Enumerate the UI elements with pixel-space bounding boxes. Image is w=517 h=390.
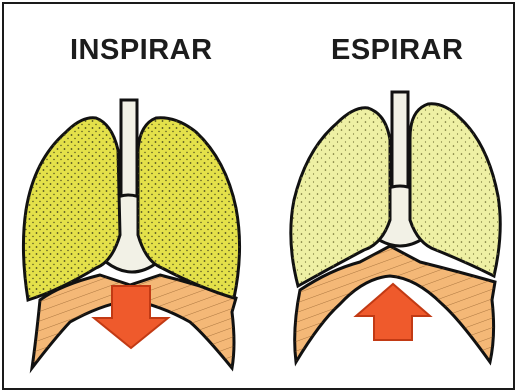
inspiration-illustration: [0, 0, 260, 390]
expiration-illustration: [260, 0, 517, 390]
